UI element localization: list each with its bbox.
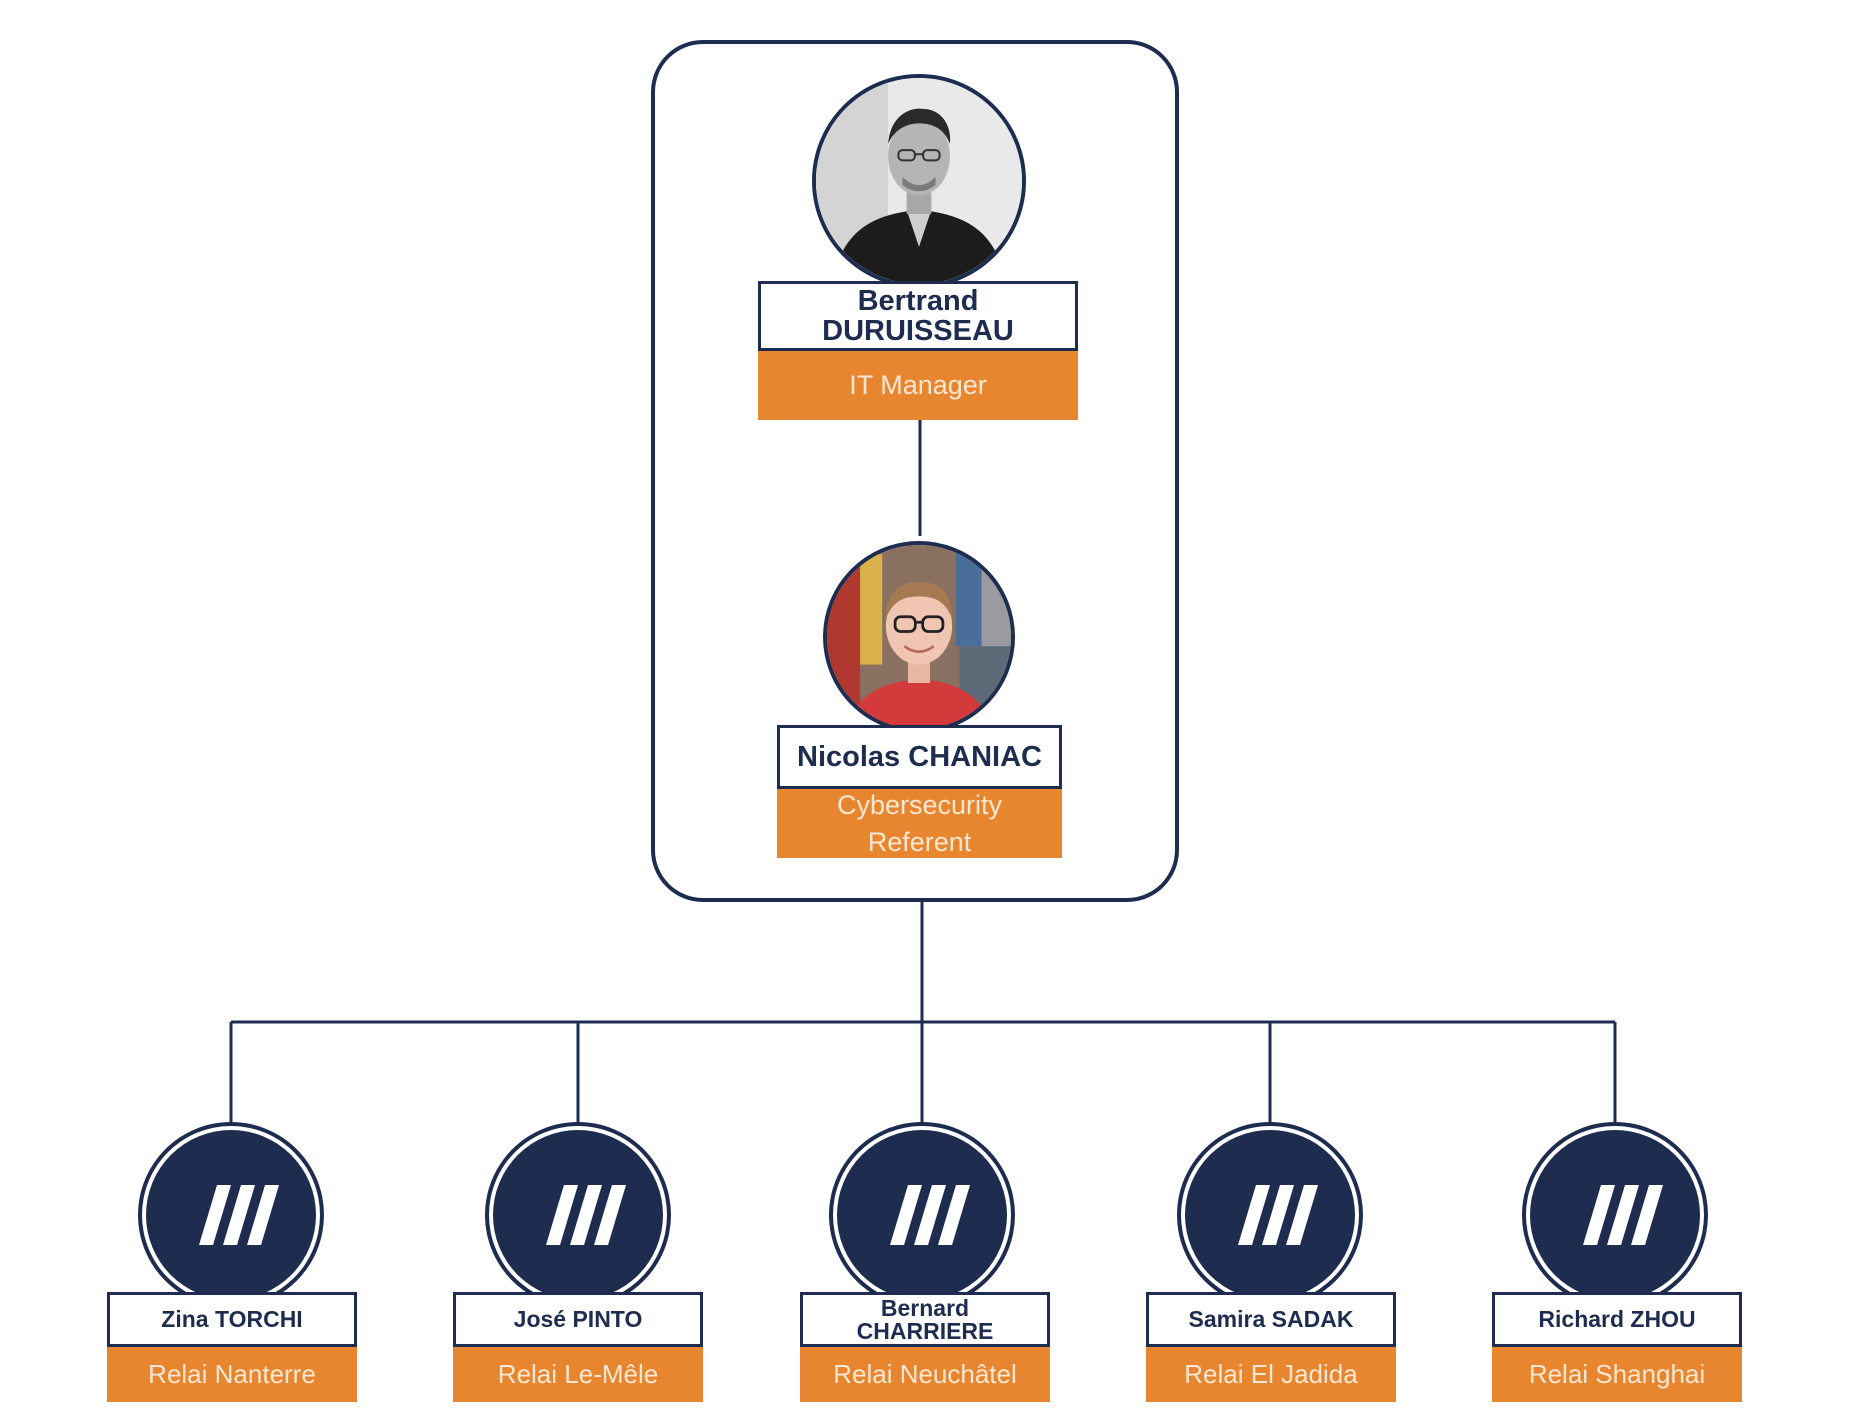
relay-role-box-samira-sadak: Relai El Jadida bbox=[1146, 1347, 1396, 1402]
triple-slash-logo-icon bbox=[199, 1185, 279, 1245]
person-name: Richard ZHOU bbox=[1538, 1306, 1696, 1333]
person-name: José PINTO bbox=[513, 1306, 643, 1333]
person-name: Bertrand DURUISSEAU bbox=[822, 284, 1014, 347]
triple-slash-logo-icon bbox=[546, 1185, 626, 1245]
photo-avatar bbox=[816, 78, 1022, 284]
relay-role-box-zina-torchi: Relai Nanterre bbox=[107, 1347, 357, 1402]
triple-slash-logo-icon bbox=[890, 1185, 970, 1245]
person-name: Samira SADAK bbox=[1188, 1306, 1354, 1333]
person-role: Relai Shanghai bbox=[1528, 1358, 1706, 1389]
person-role: Relai Nanterre bbox=[148, 1358, 316, 1389]
relay-logo-zina-torchi bbox=[146, 1130, 316, 1300]
triple-slash-logo-icon bbox=[1238, 1185, 1318, 1245]
avatar-nicolas-chaniac bbox=[823, 541, 1015, 733]
management-group-frame bbox=[651, 40, 1179, 902]
relay-logo-richard-zhou bbox=[1530, 1130, 1700, 1300]
name-box-nicolas-chaniac: Nicolas CHANIAC bbox=[777, 725, 1062, 789]
relay-name-box-zina-torchi: Zina TORCHI bbox=[107, 1292, 357, 1347]
relay-role-box-richard-zhou: Relai Shanghai bbox=[1492, 1347, 1742, 1402]
relay-name-box-bernard-charriere: Bernard CHARRIERE bbox=[800, 1292, 1050, 1347]
person-name: Zina TORCHI bbox=[161, 1306, 303, 1333]
name-box-bertrand-duruisseau: Bertrand DURUISSEAU bbox=[758, 281, 1078, 351]
person-role: Relai El Jadida bbox=[1184, 1358, 1358, 1389]
relay-logo-bernard-charriere bbox=[837, 1130, 1007, 1300]
role-box-bertrand-duruisseau: IT Manager bbox=[758, 351, 1078, 420]
triple-slash-logo-icon bbox=[1583, 1185, 1663, 1245]
relay-logo-jose-pinto bbox=[493, 1130, 663, 1300]
person-name: Bernard CHARRIERE bbox=[856, 1294, 994, 1344]
relay-name-box-samira-sadak: Samira SADAK bbox=[1146, 1292, 1396, 1347]
person-role: Relai Neuchâtel bbox=[833, 1358, 1017, 1389]
relay-logo-samira-sadak bbox=[1185, 1130, 1355, 1300]
relay-name-box-jose-pinto: José PINTO bbox=[453, 1292, 703, 1347]
relay-role-box-bernard-charriere: Relai Neuchâtel bbox=[800, 1347, 1050, 1402]
relay-role-box-jose-pinto: Relai Le-Mêle bbox=[453, 1347, 703, 1402]
person-name: Nicolas CHANIAC bbox=[797, 740, 1042, 773]
person-role: IT Manager bbox=[849, 370, 987, 401]
role-box-nicolas-chaniac: Cybersecurity Referent bbox=[777, 789, 1062, 858]
person-role: Relai Le-Mêle bbox=[497, 1358, 659, 1389]
person-role: Cybersecurity Referent bbox=[836, 790, 1003, 857]
avatar-bertrand-duruisseau bbox=[812, 74, 1026, 288]
photo-avatar bbox=[827, 545, 1011, 729]
relay-name-box-richard-zhou: Richard ZHOU bbox=[1492, 1292, 1742, 1347]
